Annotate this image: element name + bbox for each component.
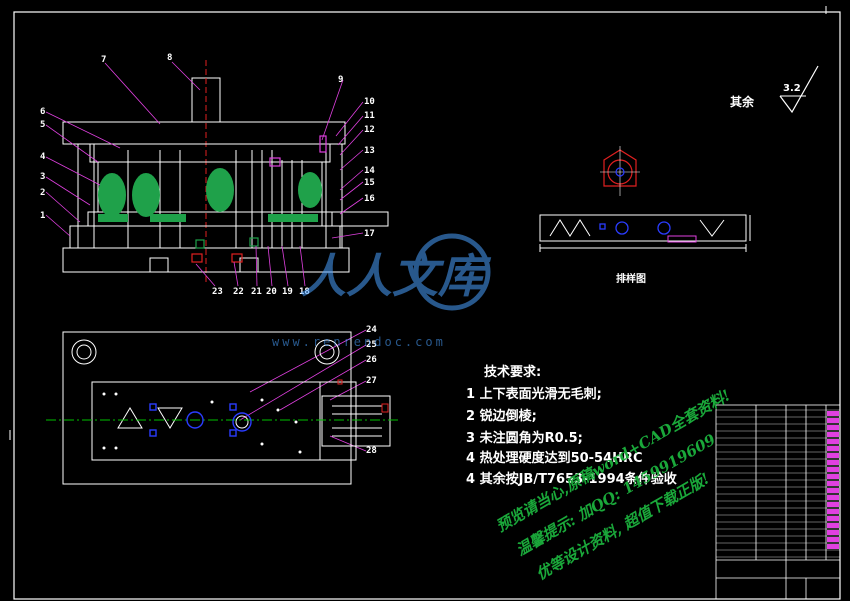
part-label: 11 bbox=[364, 111, 375, 121]
tech-req-item: 2 锐边倒棱; bbox=[466, 408, 537, 424]
title-block-cell-fill bbox=[827, 418, 839, 423]
part-blank-sketch bbox=[600, 146, 640, 196]
part-label: 3 bbox=[40, 172, 45, 182]
part-label: 22 bbox=[233, 287, 244, 297]
part-label: 23 bbox=[212, 287, 223, 297]
watermark-brand: 人人文库 bbox=[300, 249, 492, 303]
part-label: 1 bbox=[40, 211, 45, 221]
part-label: 20 bbox=[266, 287, 277, 297]
title-block-cell-fill bbox=[827, 453, 839, 458]
title-block-cell-fill bbox=[827, 481, 839, 486]
part-labels-right: 9 10 11 12 13 14 15 16 17 bbox=[338, 75, 375, 239]
part-label: 24 bbox=[366, 325, 377, 335]
strip-holes bbox=[599, 221, 671, 235]
part-label: 28 bbox=[366, 446, 377, 456]
part-label: 10 bbox=[364, 97, 375, 107]
section-hatch bbox=[98, 168, 322, 222]
part-label: 14 bbox=[364, 166, 375, 176]
part-labels-plan: 24 25 26 27 28 bbox=[366, 325, 377, 456]
title-block-cell-fill bbox=[827, 460, 839, 465]
watermark-logo-ring bbox=[413, 233, 491, 311]
tech-req-item: 4 其余按JB/T7653-1994条件验收 bbox=[466, 471, 678, 487]
title-block-cell-fill bbox=[827, 544, 839, 549]
tech-req-title: 技术要求: bbox=[484, 364, 541, 380]
plan-red-marks bbox=[337, 379, 389, 413]
surface-finish-value: 3.2 bbox=[783, 83, 801, 94]
title-block-cell-fill bbox=[827, 439, 839, 444]
title-block-cell-fill bbox=[827, 495, 839, 500]
title-block-cell-fill bbox=[827, 502, 839, 507]
part-label: 12 bbox=[364, 125, 375, 135]
part-label: 15 bbox=[364, 178, 375, 188]
title-block-cell-fill bbox=[827, 411, 839, 416]
part-label: 19 bbox=[282, 287, 293, 297]
plan-holes bbox=[149, 403, 252, 437]
part-label: 2 bbox=[40, 188, 45, 198]
title-block-cell-fill bbox=[827, 474, 839, 479]
part-labels-bottom: 23 22 21 20 19 18 bbox=[212, 287, 310, 297]
title-block-cell-fill bbox=[827, 530, 839, 535]
watermark: 人人文库 www.renrendoc.com bbox=[272, 233, 492, 349]
watermark-url: www.renrendoc.com bbox=[272, 335, 446, 349]
strip-slot bbox=[667, 235, 697, 243]
leader-lines bbox=[45, 61, 367, 452]
part-label: 8 bbox=[167, 53, 172, 63]
part-label: 17 bbox=[364, 229, 375, 239]
part-label: 27 bbox=[366, 376, 377, 386]
title-block-cell-fill bbox=[827, 446, 839, 451]
part-label: 6 bbox=[40, 107, 45, 117]
title-block bbox=[715, 404, 841, 600]
part-label: 9 bbox=[338, 75, 343, 85]
die-plan-view bbox=[62, 331, 391, 485]
strip-layout bbox=[539, 214, 751, 252]
surface-finish-label: 其余 bbox=[730, 94, 755, 109]
title-block-cell-fill bbox=[827, 516, 839, 521]
part-label: 16 bbox=[364, 194, 375, 204]
strip-layout-title: 排样图 bbox=[616, 272, 646, 285]
title-block-cell-fill bbox=[827, 488, 839, 493]
title-block-rows bbox=[716, 409, 840, 558]
surface-finish-symbol: 其余 3.2 bbox=[730, 65, 819, 114]
part-label: 21 bbox=[251, 287, 262, 297]
part-label: 13 bbox=[364, 146, 375, 156]
title-block-cell-fill bbox=[827, 509, 839, 514]
tech-req-item: 1 上下表面光滑无毛刺; bbox=[466, 386, 602, 402]
tech-req-item: 3 未注圆角为R0.5; bbox=[466, 430, 583, 446]
part-label: 4 bbox=[40, 152, 46, 162]
part-label: 25 bbox=[366, 340, 377, 350]
part-label: 7 bbox=[101, 55, 106, 65]
part-label: 18 bbox=[299, 287, 310, 297]
title-block-cell-fill bbox=[827, 523, 839, 528]
title-block-cell-fill bbox=[827, 537, 839, 542]
title-block-cell-fill bbox=[827, 467, 839, 472]
title-block-cell-fill bbox=[827, 425, 839, 430]
sheet-border bbox=[13, 11, 841, 600]
part-label: 26 bbox=[366, 355, 377, 365]
tech-req-item: 4 热处理硬度达到50-54HRC bbox=[466, 450, 643, 466]
part-label: 5 bbox=[40, 120, 45, 130]
plan-dots bbox=[102, 392, 302, 454]
title-block-magenta bbox=[827, 411, 839, 549]
tech-requirements: 技术要求: 1 上下表面光滑无毛刺; 2 锐边倒棱; 3 未注圆角为R0.5; … bbox=[466, 364, 678, 487]
title-block-cell-fill bbox=[827, 432, 839, 437]
part-labels-left: 7 8 6 5 4 3 2 1 bbox=[40, 53, 172, 221]
